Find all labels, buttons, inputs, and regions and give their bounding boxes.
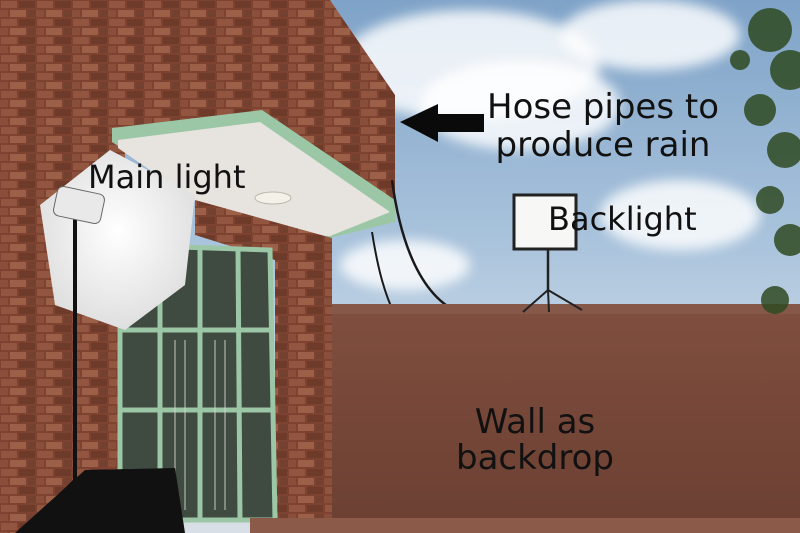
backlight-stand xyxy=(512,193,583,313)
label-backlight: Backlight xyxy=(548,200,697,238)
hose-pipe xyxy=(390,179,466,317)
label-hose-line-2: produce rain xyxy=(495,125,711,165)
label-wall-line-1: Wall as xyxy=(474,402,596,442)
black-umbrella xyxy=(15,468,185,533)
cloud xyxy=(560,0,740,70)
main-light-umbrella xyxy=(38,150,195,517)
label-wall-backdrop: Wall as backdrop xyxy=(440,404,630,476)
label-wall-line-2: backdrop xyxy=(456,438,614,478)
label-hose-pipes: Hose pipes to produce rain xyxy=(478,88,728,164)
label-hose-line-1: Hose pipes to xyxy=(487,87,719,127)
cloud xyxy=(600,180,760,250)
arrow-icon xyxy=(400,104,484,142)
ground xyxy=(250,518,800,533)
balcony-slab-underside xyxy=(118,122,390,236)
tree-foliage xyxy=(730,8,800,314)
hose-pipe xyxy=(371,231,396,316)
ceiling-light xyxy=(254,191,292,205)
cloud xyxy=(340,240,470,290)
wall-coping xyxy=(332,304,800,314)
brick-wall-lower xyxy=(195,200,332,520)
backdrop-wall xyxy=(332,310,800,522)
label-main-light: Main light xyxy=(88,158,246,196)
cloud xyxy=(420,60,620,150)
